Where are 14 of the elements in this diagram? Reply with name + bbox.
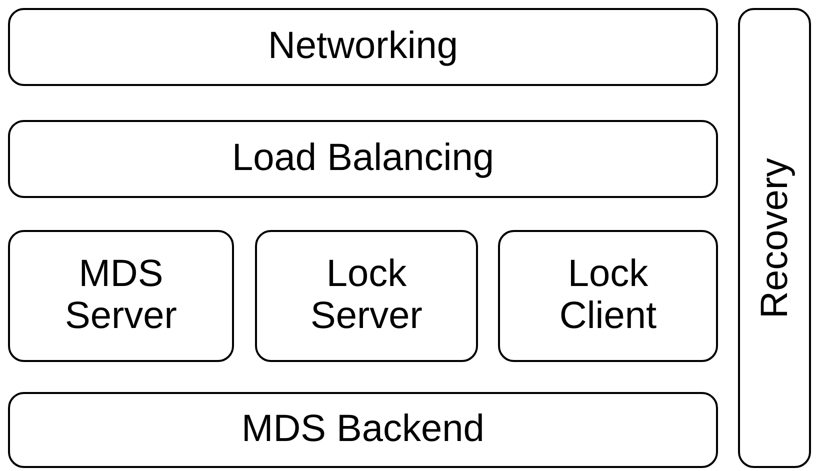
layer-label: Load Balancing <box>231 138 495 180</box>
layer-box <box>738 8 811 468</box>
layer-box <box>8 392 718 468</box>
layer-box <box>8 8 718 86</box>
layer-label: Lock Client <box>558 254 658 338</box>
layer-box <box>498 230 718 362</box>
layer-label: Recovery <box>756 158 794 318</box>
layer-label: MDS Backend <box>240 409 486 451</box>
layer-label: Networking <box>266 26 460 68</box>
layer-label: Lock Server <box>310 254 424 338</box>
layer-box <box>255 230 478 362</box>
layer-label: MDS Server <box>64 254 178 338</box>
layer-box <box>8 230 234 362</box>
layer-box <box>8 120 718 198</box>
